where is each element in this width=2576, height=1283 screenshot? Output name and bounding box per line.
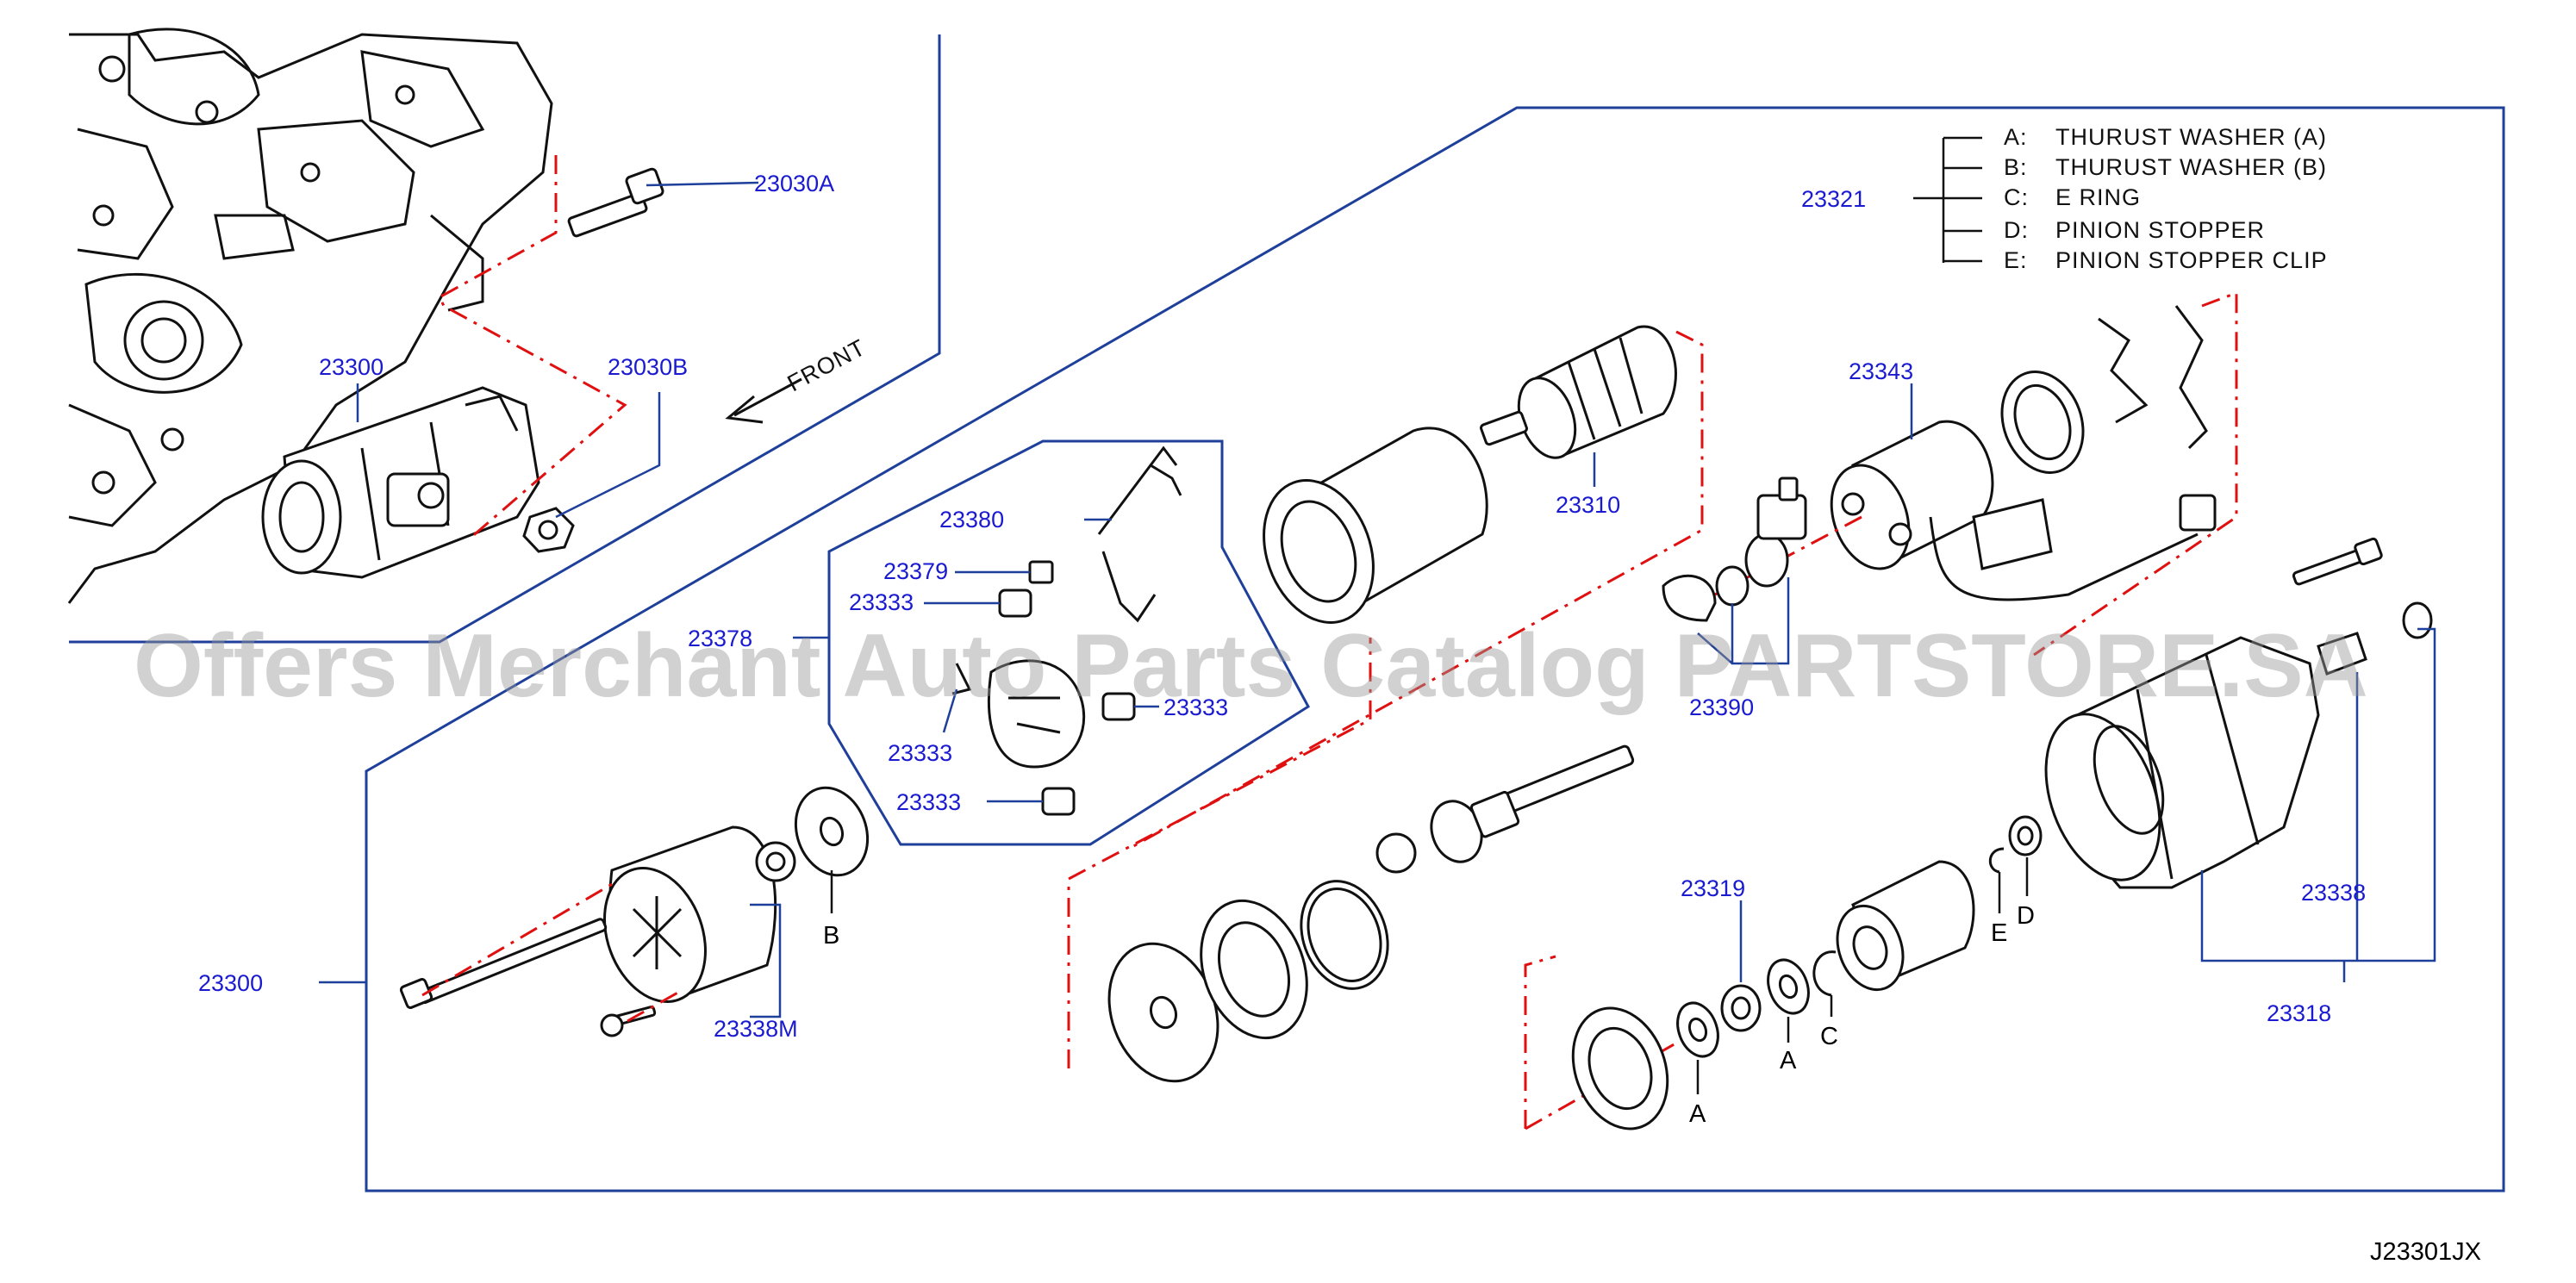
internal-gear-illustration [1200, 899, 1308, 1040]
engine-block-illustration [67, 28, 553, 604]
part-label-23380[interactable]: 23380 [939, 507, 1004, 533]
bolt-23030A-illustration [567, 167, 664, 238]
leader-23338M [750, 903, 782, 1018]
pinion-stopper-illustration [2008, 815, 2043, 856]
gasket-illustration [1972, 498, 2053, 570]
e-ring-illustration [1812, 950, 1837, 997]
brush-holder-plate-illustration [987, 659, 1086, 769]
part-label-23030B[interactable]: 23030B [608, 354, 688, 380]
leader-23318 [2200, 627, 2436, 962]
brush-holder-subframe [827, 439, 1310, 846]
part-label-23300-top[interactable]: 23300 [319, 354, 384, 380]
clutch-dash-line [1524, 955, 1556, 1129]
legend-text-b: THURUST WASHER (B) [2055, 154, 2327, 180]
part-label-23338[interactable]: 23338 [2301, 880, 2366, 906]
part-label-23333-d[interactable]: 23333 [896, 789, 961, 815]
nut-23030B-illustration [522, 507, 575, 553]
legend-key-a: A: [2004, 124, 2028, 150]
part-label-23300-left[interactable]: 23300 [198, 970, 263, 996]
yoke-housing-illustration [1263, 427, 1488, 624]
thrust-washer-b-illustration [794, 786, 870, 877]
leader-23030A [646, 181, 759, 187]
planet-gear-illustration [1375, 832, 1417, 874]
legend-group: A: THURUST WASHER (A) B: THURUST WASHER … [1913, 124, 2328, 273]
armature-23310-illustration [1480, 325, 1677, 459]
gear-set-dash-line [1067, 638, 1372, 1068]
engine-inset-frame [69, 34, 941, 644]
legend-key-e: E: [2004, 247, 2028, 273]
thrust-washer-a1-illustration [1676, 1001, 1719, 1058]
armature-dash-line [1128, 330, 1704, 850]
letter-label-A1: A [1689, 1100, 1706, 1128]
part-label-23310[interactable]: 23310 [1556, 492, 1620, 518]
leader-23030B [555, 392, 661, 519]
part-label-23318[interactable]: 23318 [2267, 1000, 2331, 1026]
engine-bolt-dash-line [438, 155, 627, 540]
leader-23333-c [942, 688, 958, 733]
brush-23333-illustrations [951, 589, 1136, 816]
solenoid-spring-illustration [2000, 371, 2085, 474]
overrunning-clutch-illustration [1571, 1006, 1669, 1130]
rear-cover-dash-line [421, 881, 682, 1023]
legend-text-d: PINION STOPPER [2055, 217, 2265, 243]
exploded-view-frame [365, 106, 2505, 1193]
legend-key-c: C: [2004, 184, 2029, 210]
part-label-23321[interactable]: 23321 [1801, 186, 1866, 212]
pinion-gear-illustration [1836, 860, 1975, 992]
leader-23390 [1697, 577, 1790, 665]
rear-end-frame-illustration [603, 825, 777, 1003]
diagram-code: J23301JX [2370, 1238, 2481, 1266]
part-label-23379[interactable]: 23379 [883, 558, 948, 584]
o-ring-illustration [1300, 880, 1389, 990]
brush-spring-illustration [1097, 445, 1182, 623]
part-label-23333-b[interactable]: 23333 [1163, 694, 1228, 720]
lever-23390-illustration [1662, 476, 1807, 622]
assembled-starter-illustration [261, 386, 540, 579]
brush-23379-illustration [1028, 560, 1054, 584]
part-label-23390[interactable]: 23390 [1689, 694, 1754, 720]
part-label-23333-c[interactable]: 23333 [888, 740, 952, 766]
gear-plate-illustration [1107, 942, 1219, 1083]
legend-text-c: E RING [2055, 184, 2141, 210]
part-label-23319[interactable]: 23319 [1681, 875, 1745, 901]
letter-label-D: D [2017, 902, 2035, 930]
pinion-shaft-illustration [1430, 744, 1635, 863]
watermark-text: Offers Merchant Auto Parts Catalog PARTS… [134, 616, 2368, 716]
pinion-stopper-clip-illustration [1988, 847, 2005, 874]
legend-text-e: PINION STOPPER CLIP [2055, 247, 2328, 273]
bolt-23338-illustration [2292, 537, 2383, 586]
part-label-23338M[interactable]: 23338M [714, 1016, 798, 1042]
front-arrow-icon [725, 377, 802, 424]
part-label-23378[interactable]: 23378 [688, 626, 752, 651]
bushing-illustration [755, 841, 796, 882]
front-label: FRONT [783, 334, 870, 396]
letter-label-C: C [1820, 1023, 1838, 1050]
letter-label-B: B [823, 922, 839, 950]
part-label-23343[interactable]: 23343 [1849, 358, 1913, 384]
thrust-washer-a2-illustration [1767, 958, 1810, 1015]
legend-key-b: B: [2004, 154, 2028, 180]
gear-case-23318-illustration [2044, 636, 2320, 889]
pinion-stopper-clips-illustration [2098, 305, 2208, 450]
letter-label-E: E [1991, 919, 2007, 947]
part-label-23333-a[interactable]: 23333 [849, 589, 914, 615]
solenoid-23343-illustration [1830, 420, 2217, 601]
solenoid-dash-line [2033, 290, 2238, 657]
bushing-23318-illustration [2317, 601, 2433, 676]
legend-key-d: D: [2004, 217, 2029, 243]
letter-label-A2: A [1780, 1047, 1797, 1074]
part-label-23030A[interactable]: 23030A [754, 171, 834, 196]
bearing-23319-illustration [1720, 984, 1762, 1032]
through-bolt-illustration [399, 918, 608, 1009]
legend-text-a: THURUST WASHER (A) [2055, 124, 2327, 150]
